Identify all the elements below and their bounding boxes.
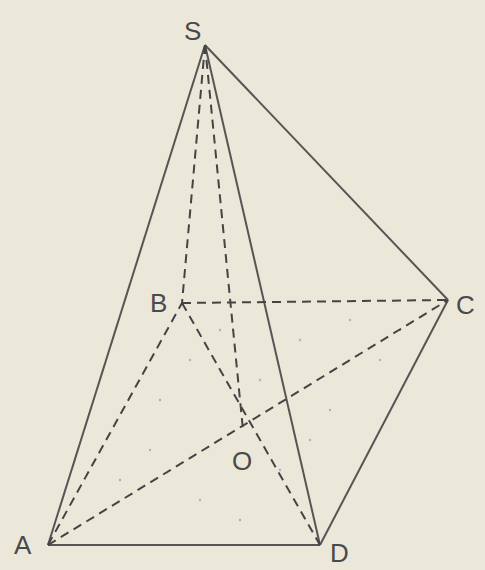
point-label: S [184, 18, 201, 44]
base-stipple [119, 319, 401, 521]
point-label: O [232, 448, 252, 474]
point-label: D [330, 540, 349, 566]
point-label: A [14, 532, 31, 558]
point-label: B [150, 290, 167, 316]
solid-edges [48, 45, 448, 545]
hidden-edges [48, 45, 448, 545]
point-label: C [456, 292, 475, 318]
